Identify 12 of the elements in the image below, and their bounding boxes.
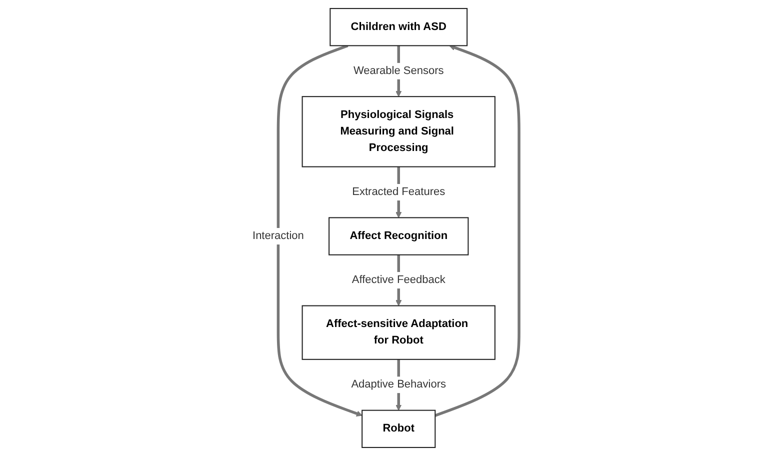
edge-label: Adaptive Behaviors <box>351 378 446 390</box>
arrow <box>277 44 363 416</box>
node-box: Children with ASD <box>330 8 468 46</box>
node-box: Affect Recognition <box>328 216 469 255</box>
node-box: Robot <box>362 409 436 448</box>
edge-label: Wearable Sensors <box>354 64 444 76</box>
edge-label: Extracted Features <box>352 186 446 198</box>
edge-label: Interaction <box>252 230 304 242</box>
edge-label: Affective Feedback <box>352 274 446 286</box>
arrow <box>434 44 521 416</box>
node-box: Affect-sensitive Adaptation for Robot <box>302 304 496 360</box>
node-box: Physiological Signals Measuring and Signal Processing <box>302 96 496 167</box>
